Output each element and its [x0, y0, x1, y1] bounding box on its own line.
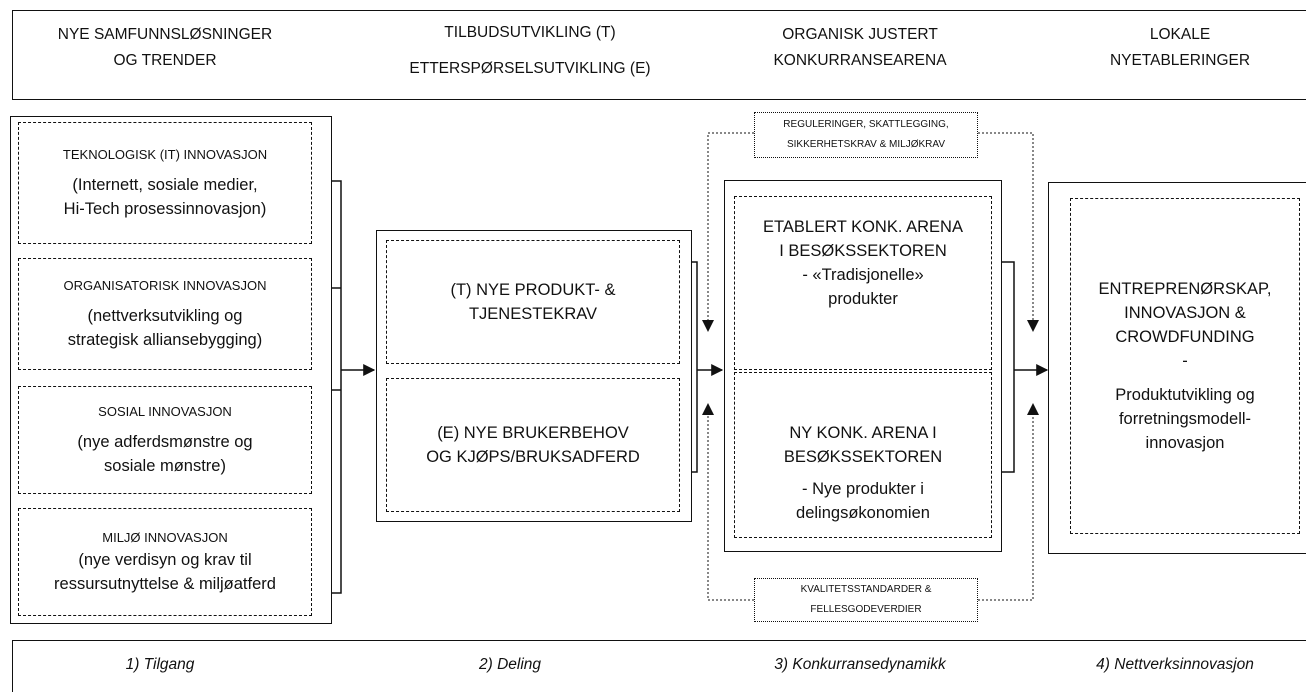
header-col4: LOKALE NYETABLERINGER: [1109, 26, 1251, 69]
arena-panel: [724, 180, 1002, 552]
footer-network: 4) Nettverksinnovasjon: [1096, 656, 1254, 673]
footer-band: [12, 640, 1306, 692]
innovation-box-social: SOSIAL INNOVASJON (nye adferdsmønstre og…: [18, 386, 312, 494]
development-panel: [376, 230, 692, 522]
innovation-box-environmental: MILJØ INNOVASJON (nye verdisyn og krav t…: [18, 508, 312, 616]
regulation-box: REGULERINGER, SKATTLEGGING, SIKKERHETSKR…: [754, 112, 978, 158]
demand-box: (E) NYE BRUKERBEHOV OG KJØPS/BRUKSADFERD: [386, 378, 680, 512]
dotted-arrowheads: [702, 320, 1039, 415]
dotted-feedback-lines: [707, 132, 1034, 601]
innovation-box-technological: TEKNOLOGISK (IT) INNOVASJON (Internett, …: [18, 122, 312, 244]
established-arena-box: ETABLERT KONK. ARENA I BESØKSSEKTOREN - …: [734, 196, 992, 370]
header-col1: NYE SAMFUNNSLØSNINGER OG TRENDER: [57, 26, 273, 69]
header-band: [12, 10, 1306, 100]
header-col3: ORGANISK JUSTERT KONKURRANSEARENA: [773, 26, 947, 69]
entrepreneurship-panel: [1048, 182, 1306, 554]
footer-sharing: 2) Deling: [478, 656, 542, 673]
arena-bracket: [1000, 261, 1049, 473]
new-arena-box: NY KONK. ARENA I BESØKSSEKTOREN - Nye pr…: [734, 372, 992, 538]
footer-access: 1) Tilgang: [125, 656, 195, 673]
header-col2: TILBUDSUTVIKLING (T) ETTERSPØRSELSUTVIKL…: [409, 24, 651, 77]
innovation-panel: [10, 116, 332, 624]
quality-box: KVALITETSSTANDARDER & FELLESGODEVERDIER: [754, 578, 978, 622]
innovation-box-organizational: ORGANISATORISK INNOVASJON (nettverksutvi…: [18, 258, 312, 370]
supply-box: (T) NYE PRODUKT- & TJENESTEKRAV: [386, 240, 680, 364]
entrepreneurship-box: ENTREPRENØRSKAP, INNOVASJON & CROWDFUNDI…: [1070, 198, 1300, 534]
footer-competition: 3) Konkurransedynamikk: [774, 656, 946, 673]
